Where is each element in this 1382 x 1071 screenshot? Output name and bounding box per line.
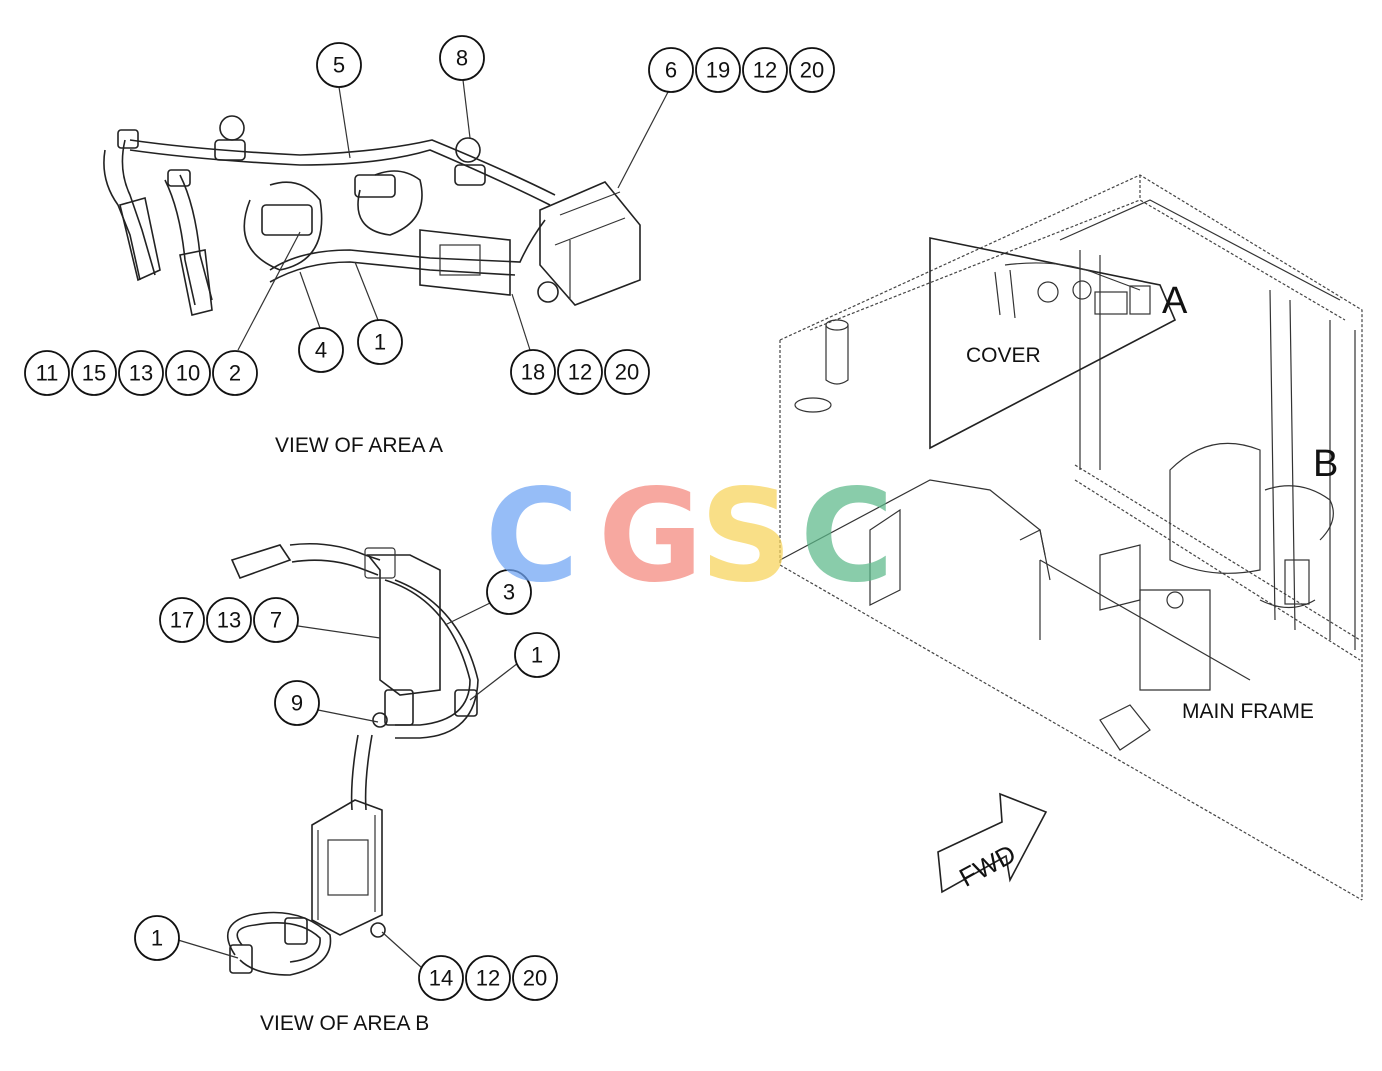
callout-11: 11	[24, 350, 70, 396]
svg-text:3: 3	[503, 580, 515, 605]
svg-text:13: 13	[129, 361, 153, 386]
svg-text:14: 14	[429, 966, 453, 991]
callout-6: 6	[648, 47, 694, 93]
svg-text:1: 1	[151, 926, 163, 951]
callout-17: 17	[159, 597, 205, 643]
area-a-marker: A	[1162, 280, 1188, 322]
callout-1: 1	[134, 915, 180, 961]
svg-text:5: 5	[333, 53, 345, 78]
callout-20: 20	[789, 47, 835, 93]
fwd-arrow: FWD	[937, 792, 1048, 894]
view-area-a-label: VIEW OF AREA A	[275, 434, 443, 457]
callout-1: 1	[357, 319, 403, 365]
callout-20: 20	[604, 349, 650, 395]
callout-10: 10	[165, 350, 211, 396]
callout-19: 19	[695, 47, 741, 93]
callout-18: 18	[510, 349, 556, 395]
svg-text:7: 7	[270, 608, 282, 633]
svg-text:12: 12	[753, 58, 777, 83]
svg-text:8: 8	[456, 46, 468, 71]
watermark-letter-c2: C	[800, 462, 894, 611]
watermark-logo: C G S C	[485, 462, 894, 611]
area-a-leaders	[237, 79, 669, 351]
watermark-letter-c1: C	[485, 462, 579, 611]
area-a-drawing	[103, 115, 641, 316]
callout-7: 7	[253, 597, 299, 643]
svg-text:9: 9	[291, 691, 303, 716]
svg-text:18: 18	[521, 360, 545, 385]
callout-12: 12	[465, 955, 511, 1001]
callout-8: 8	[439, 35, 485, 81]
callout-3: 3	[486, 569, 532, 615]
view-area-b-label: VIEW OF AREA B	[260, 1012, 429, 1035]
svg-text:12: 12	[568, 360, 592, 385]
svg-text:15: 15	[82, 361, 106, 386]
callout-2: 2	[212, 350, 258, 396]
cover-label: COVER	[966, 344, 1041, 367]
svg-text:13: 13	[217, 608, 241, 633]
svg-text:20: 20	[615, 360, 639, 385]
svg-text:20: 20	[800, 58, 824, 83]
svg-text:11: 11	[36, 361, 59, 386]
callout-15: 15	[71, 350, 117, 396]
area-b-leaders	[177, 602, 519, 969]
svg-text:19: 19	[706, 58, 730, 83]
callout-1: 1	[514, 632, 560, 678]
area-b-marker: B	[1313, 443, 1338, 485]
main-frame-drawing	[779, 174, 1363, 901]
svg-text:10: 10	[176, 361, 200, 386]
main-frame-label: MAIN FRAME	[1182, 700, 1314, 723]
svg-text:6: 6	[665, 58, 677, 83]
callout-9: 9	[274, 680, 320, 726]
area-b-drawing	[226, 542, 479, 976]
callout-12: 12	[742, 47, 788, 93]
svg-text:20: 20	[523, 966, 547, 991]
svg-text:4: 4	[315, 338, 327, 363]
callout-5: 5	[316, 42, 362, 88]
svg-text:12: 12	[476, 966, 500, 991]
svg-text:1: 1	[531, 643, 543, 668]
callout-20: 20	[512, 955, 558, 1001]
watermark-letter-s: S	[700, 462, 792, 611]
svg-text:17: 17	[170, 608, 194, 633]
callout-4: 4	[298, 327, 344, 373]
svg-text:2: 2	[229, 361, 241, 386]
fwd-label: FWD	[954, 838, 1020, 892]
watermark-letter-g: G	[598, 462, 703, 611]
callout-13: 13	[206, 597, 252, 643]
svg-text:1: 1	[374, 330, 386, 355]
callout-12: 12	[557, 349, 603, 395]
callout-14: 14	[418, 955, 464, 1001]
callout-13: 13	[118, 350, 164, 396]
